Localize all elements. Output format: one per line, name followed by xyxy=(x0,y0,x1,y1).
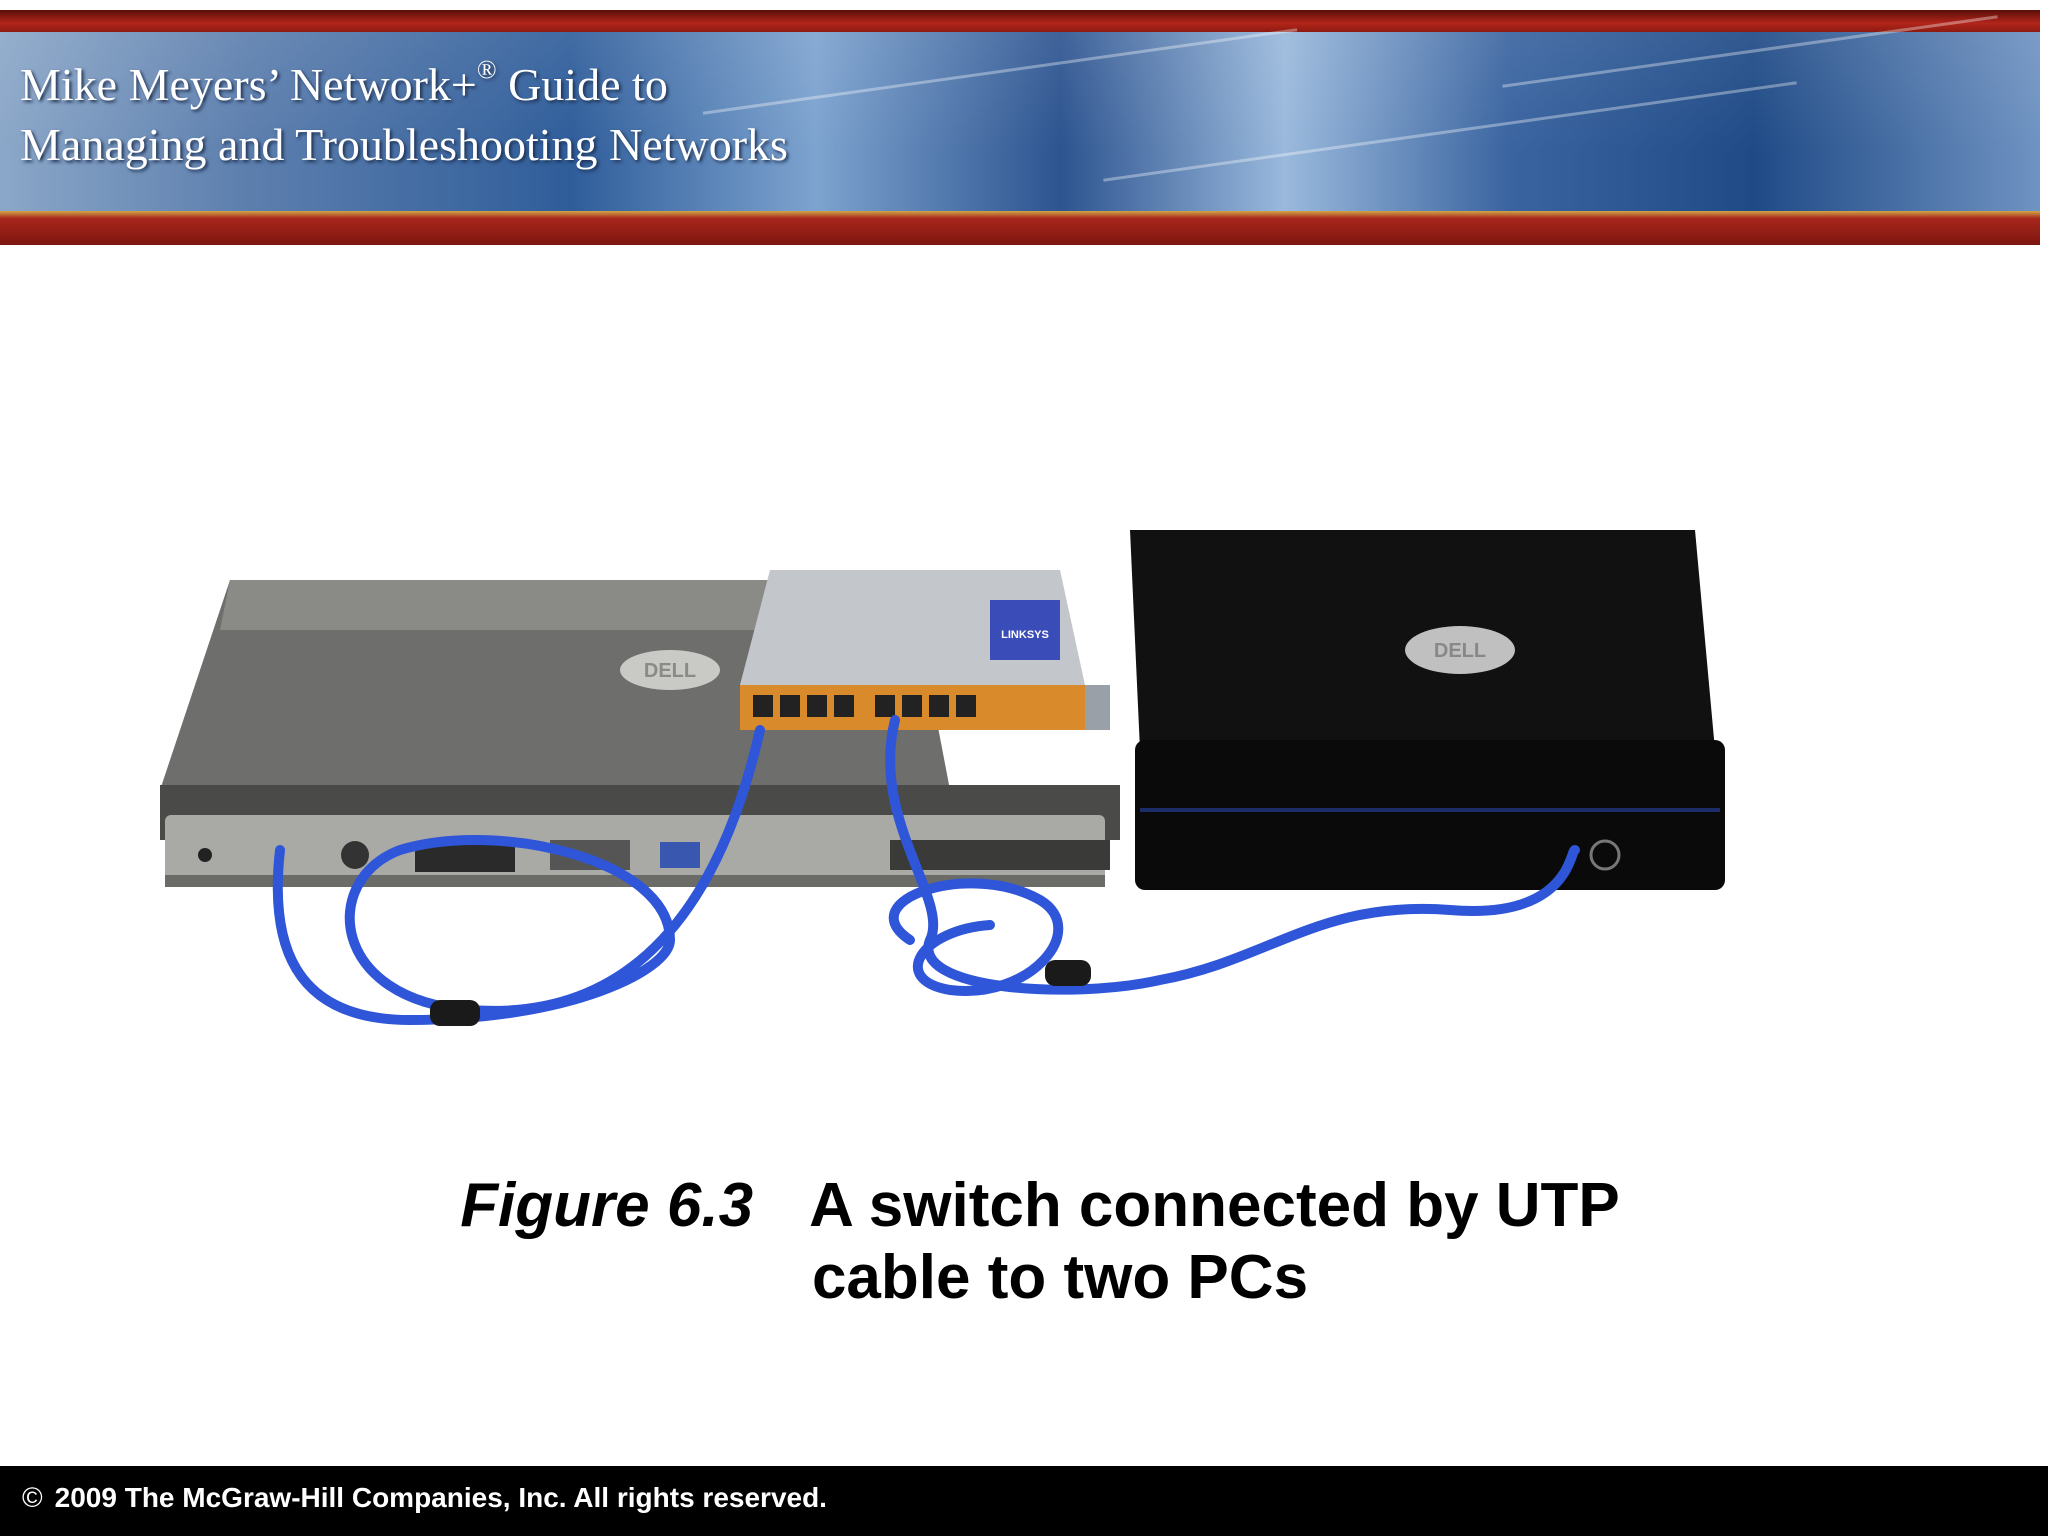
figure-caption: Figure 6.3 A switch connected by UTP cabl… xyxy=(300,1170,1780,1320)
header-title-line-1: Mike Meyers’ Network+® Guide to xyxy=(20,55,668,111)
copyright-icon: © xyxy=(22,1482,43,1513)
cable-tie xyxy=(1045,960,1091,986)
switch-brand: LINKSYS xyxy=(1001,629,1049,641)
figure-photo: DELL LINKSYS DELL xyxy=(160,530,1725,1026)
right-laptop: DELL xyxy=(1130,530,1725,890)
copyright-notice: © 2009 The McGraw-Hill Companies, Inc. Al… xyxy=(22,1482,827,1514)
caption-line-1: A switch connected by UTP xyxy=(809,1171,1620,1240)
left-laptop-logo xyxy=(620,650,720,690)
header-top-bar xyxy=(0,10,2040,32)
copyright-text: 2009 The McGraw-Hill Companies, Inc. All… xyxy=(54,1482,827,1513)
svg-text:DELL: DELL xyxy=(644,660,696,682)
header-decor-streak xyxy=(1103,81,1797,182)
figure-label: Figure 6.3 xyxy=(460,1171,754,1240)
slide-footer: © 2009 The McGraw-Hill Companies, Inc. Al… xyxy=(0,1466,2048,1536)
registered-mark: ® xyxy=(476,55,497,84)
cable-tie xyxy=(430,1000,480,1026)
right-laptop-logo xyxy=(1405,626,1515,674)
header-bottom-bar xyxy=(0,211,2040,245)
utp-cables xyxy=(272,715,1580,1026)
network-switch: LINKSYS xyxy=(740,570,1110,730)
svg-text:DELL: DELL xyxy=(1434,640,1486,662)
slide-header-banner: Mike Meyers’ Network+® Guide to Managing… xyxy=(0,10,2040,245)
caption-line-2: cable to two PCs xyxy=(811,1243,1309,1312)
left-laptop: DELL xyxy=(160,580,1120,887)
header-decor-streak xyxy=(702,28,1298,115)
header-title-line-2: Managing and Troubleshooting Networks xyxy=(20,119,788,170)
